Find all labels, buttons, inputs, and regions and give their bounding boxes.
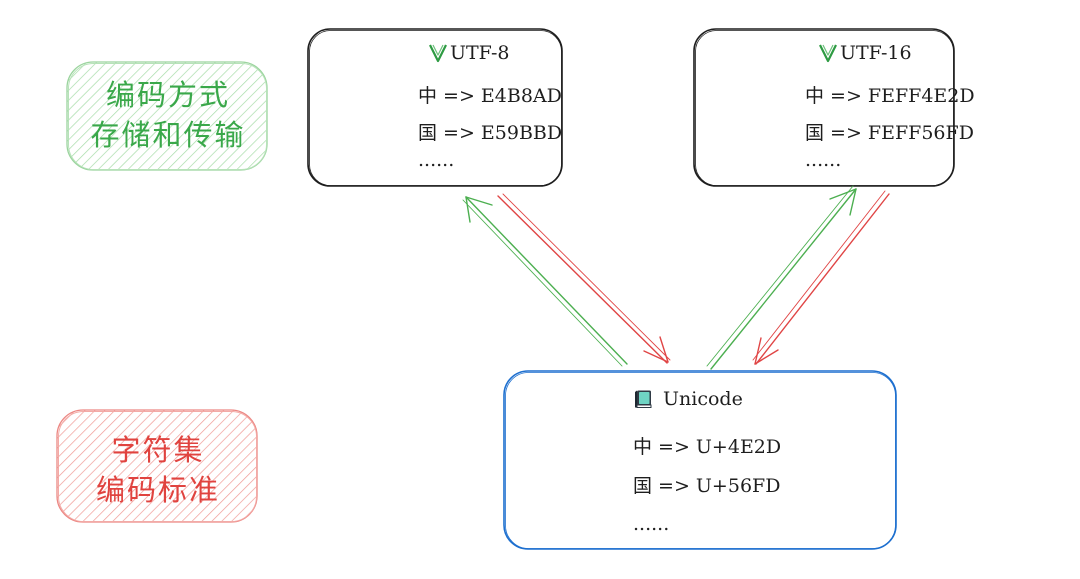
utf8-box-title: UTF-8 — [428, 42, 510, 64]
utf8-row-zhong: 中 => E4B8AD — [418, 85, 562, 107]
utf16-box-outline — [693, 28, 955, 187]
utf16-row-guo: 国 => FEFF56FD — [805, 122, 974, 144]
utf16-row-zhong: 中 => FEFF4E2D — [805, 85, 975, 107]
encoding-category-line2: 存储和传输 — [90, 118, 246, 152]
charset-category-line1: 字符集 — [111, 433, 205, 467]
book-icon — [635, 390, 652, 408]
charset-category-background — [56, 409, 258, 523]
unicode-title-text: Unicode — [663, 388, 743, 410]
utf16-box-title: UTF-16 — [818, 42, 912, 64]
encoding-category-label: 编码方式 存储和传输 — [68, 75, 268, 155]
utf8-row-ellipsis: ...... — [418, 149, 455, 171]
utf16-row-ellipsis: ...... — [805, 149, 842, 171]
unicode-box-outline — [503, 370, 897, 550]
unicode-row-guo: 国 => U+56FD — [633, 475, 781, 497]
unicode-box-title: Unicode — [633, 388, 743, 410]
arrow-utf8-to-unicode — [497, 193, 671, 364]
arrow-utf16-to-unicode — [752, 190, 890, 365]
utf8-box-outline — [307, 28, 563, 187]
encoding-category-background — [66, 61, 268, 171]
unicode-row-zhong: 中 => U+4E2D — [633, 436, 782, 458]
vim-v-icon — [429, 44, 447, 63]
utf16-title-text: UTF-16 — [840, 42, 912, 64]
arrow-unicode-to-utf16 — [706, 185, 857, 370]
encoding-category-line1: 编码方式 — [105, 78, 230, 112]
charset-category-line2: 编码标准 — [95, 473, 220, 507]
utf8-title-text: UTF-8 — [450, 42, 510, 64]
charset-category-label: 字符集 编码标准 — [58, 430, 258, 510]
vim-v-icon — [819, 44, 837, 63]
unicode-row-ellipsis: ...... — [633, 513, 670, 535]
utf8-row-guo: 国 => E59BBD — [418, 122, 563, 144]
arrow-unicode-to-utf8 — [462, 196, 628, 367]
